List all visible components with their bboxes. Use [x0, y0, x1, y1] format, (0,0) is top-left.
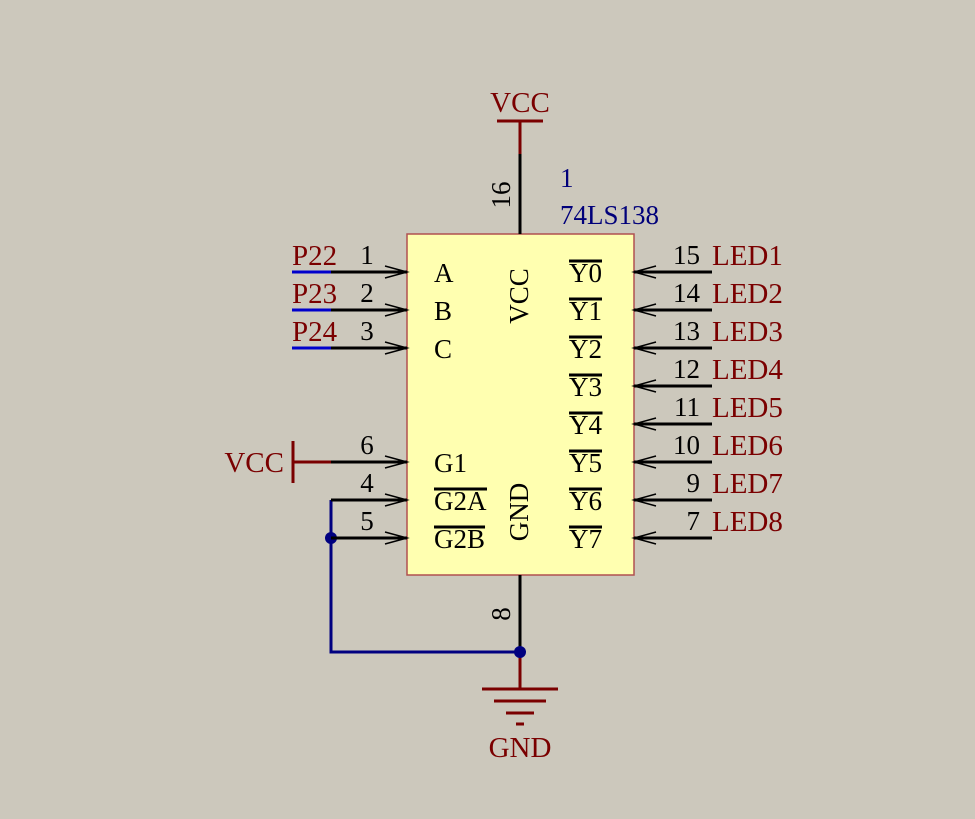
- pin-name-y0: Y0: [569, 258, 602, 288]
- pin-name-g1: G1: [434, 448, 467, 478]
- net-label-led1: LED1: [712, 240, 783, 272]
- pin-name-a: A: [434, 258, 454, 288]
- pin-number-14: 14: [673, 278, 701, 308]
- pin-number-6: 6: [360, 430, 374, 460]
- net-label-led6: LED6: [712, 430, 783, 462]
- net-label-led8: LED8: [712, 506, 783, 538]
- net-label-p22: P22: [292, 240, 337, 272]
- vcc-label-top: VCC: [490, 87, 550, 119]
- pin-number-9: 9: [687, 468, 701, 498]
- gnd-label: GND: [489, 732, 552, 764]
- pin-name-y6: Y6: [569, 486, 602, 516]
- pin-name-y7: Y7: [569, 524, 602, 554]
- pin-name-y3: Y3: [569, 372, 602, 402]
- net-label-p23: P23: [292, 278, 337, 310]
- pin-number-12: 12: [673, 354, 700, 384]
- pin-name-c: C: [434, 334, 452, 364]
- vcc-power-port-side: VCC: [224, 441, 331, 483]
- net-label-p24: P24: [292, 316, 338, 348]
- pin-number-16: 16: [486, 182, 516, 209]
- ic-body[interactable]: [406, 233, 635, 576]
- net-label-led2: LED2: [712, 278, 783, 310]
- vcc-power-port-top: VCC: [490, 87, 550, 154]
- pin-name-y5: Y5: [569, 448, 602, 478]
- pin-name-vcc: VCC: [504, 268, 534, 324]
- pin-number-3: 3: [360, 316, 374, 346]
- pin-name-g2a: G2A: [434, 486, 487, 516]
- net-label-led7: LED7: [712, 468, 783, 500]
- net-label-led3: LED3: [712, 316, 783, 348]
- component-part-name: 74LS138: [560, 200, 659, 230]
- pin-number-4: 4: [360, 468, 374, 498]
- pin-number-7: 7: [687, 506, 701, 536]
- ground-symbol: GND: [482, 652, 558, 764]
- pin-8-gnd[interactable]: 8 GND: [486, 483, 534, 652]
- net-label-led4: LED4: [712, 354, 783, 386]
- pin-name-gnd: GND: [504, 483, 534, 542]
- pin-3-c[interactable]: P24 3C: [292, 316, 452, 364]
- component-designator: 1: [560, 163, 574, 193]
- pin-number-8: 8: [486, 607, 516, 621]
- pin-number-1: 1: [360, 240, 374, 270]
- junction-dot-gnd: [514, 646, 526, 658]
- pin-number-5: 5: [360, 506, 374, 536]
- pin-1-a[interactable]: P22 1A: [292, 240, 454, 288]
- pin-2-b[interactable]: P23 2B: [292, 278, 452, 326]
- net-label-led5: LED5: [712, 392, 783, 424]
- pin-number-10: 10: [673, 430, 700, 460]
- pin-number-11: 11: [674, 392, 700, 422]
- pin-16-vcc[interactable]: 16 VCC: [486, 154, 534, 324]
- pin-name-y4: Y4: [569, 410, 602, 440]
- pin-name-y2: Y2: [569, 334, 602, 364]
- pin-number-13: 13: [673, 316, 700, 346]
- pin-name-y1: Y1: [569, 296, 602, 326]
- pin-number-15: 15: [673, 240, 700, 270]
- pin-name-g2b: G2B: [434, 524, 485, 554]
- pin-name-b: B: [434, 296, 452, 326]
- pin-6-g1[interactable]: 6G1: [331, 430, 467, 478]
- vcc-label-side: VCC: [224, 447, 284, 479]
- pin-number-2: 2: [360, 278, 374, 308]
